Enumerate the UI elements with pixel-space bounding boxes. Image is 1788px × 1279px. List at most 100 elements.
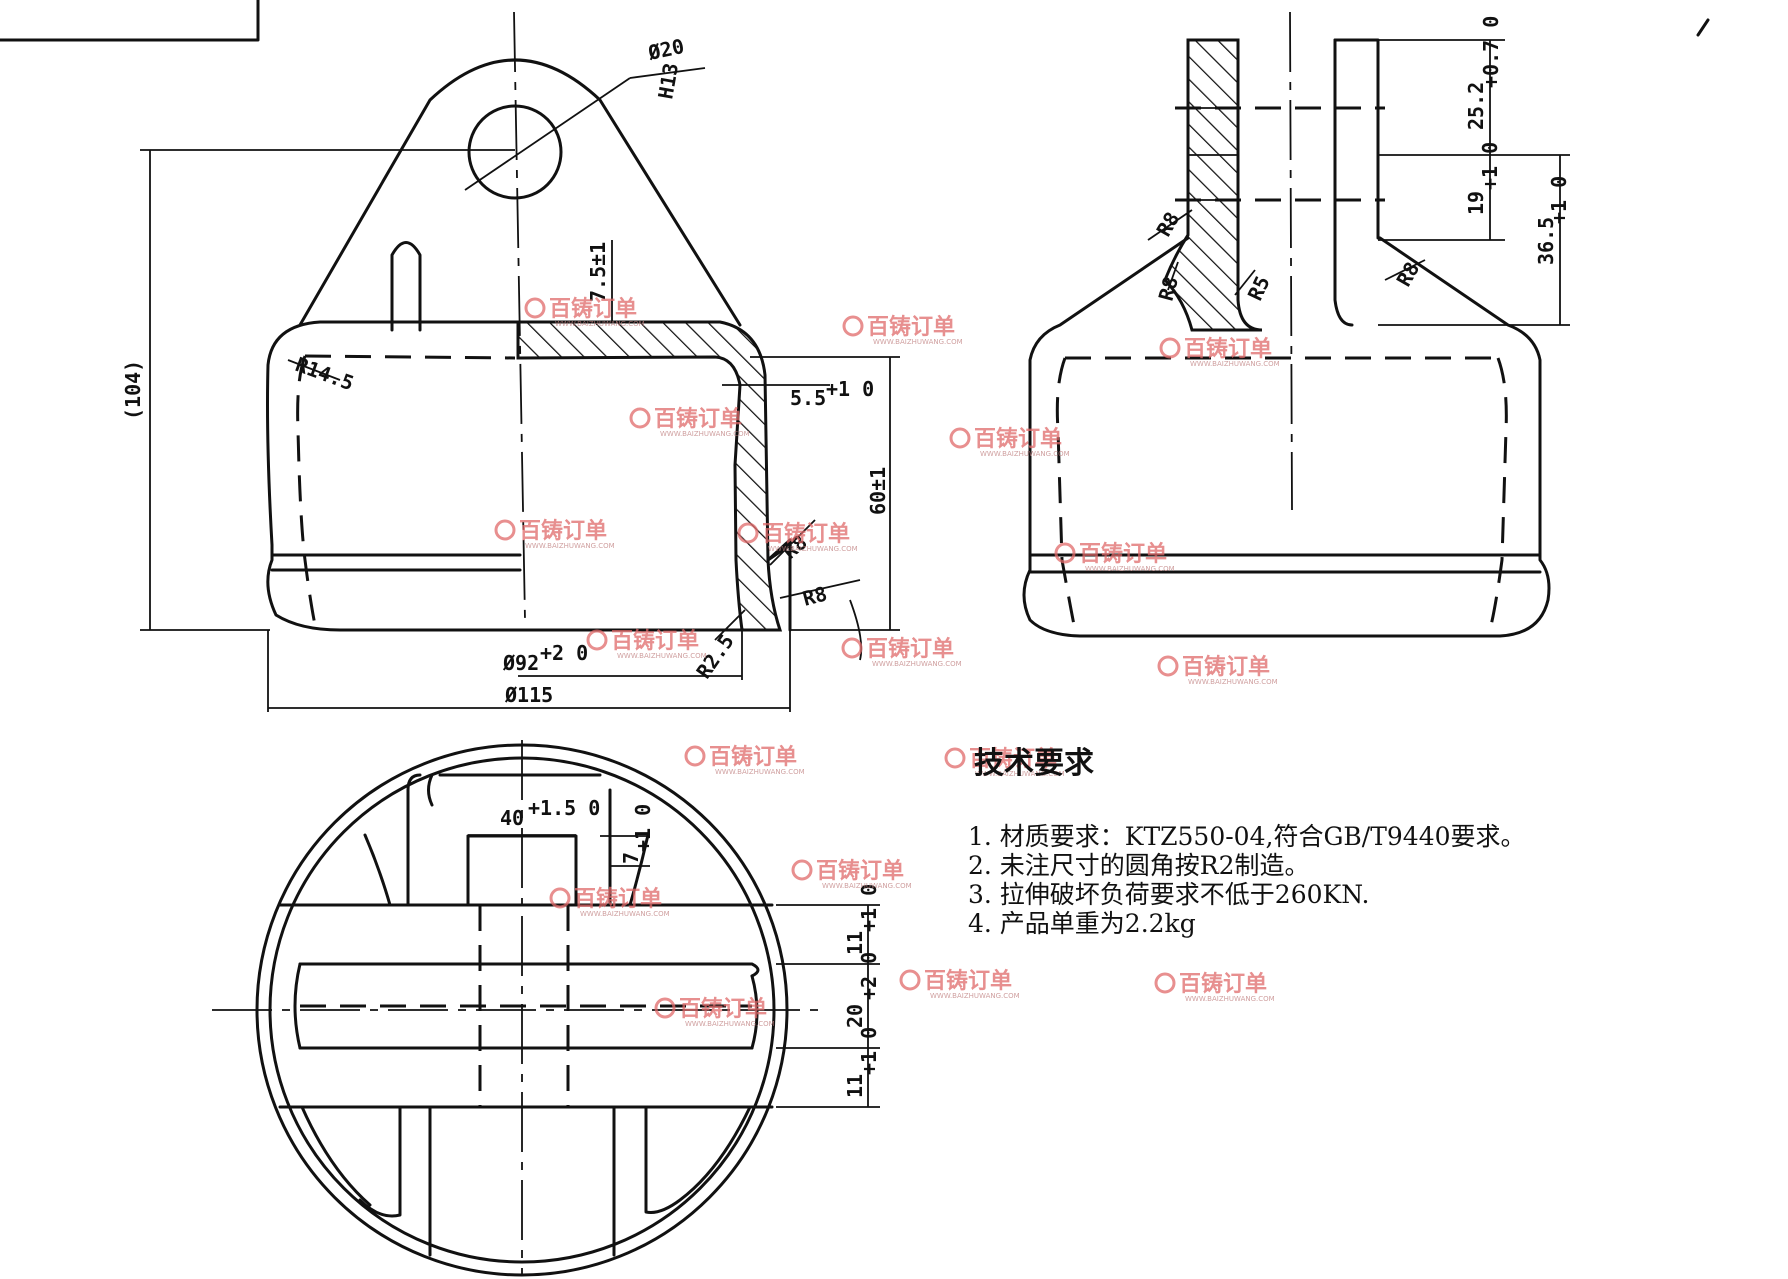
svg-text:百铸订单: 百铸订单 [574,886,662,912]
svg-text:百铸订单: 百铸订单 [762,521,850,547]
dim-ear-19: 19 [1464,191,1488,215]
dim-wall-5-5: 5.5 [790,386,826,410]
svg-text:百铸订单: 百铸订单 [1079,541,1167,567]
dim-ear-25-2-tol: +0.7 0 [1479,16,1503,88]
svg-text:WWW.BAIZHUWANG.COM: WWW.BAIZHUWANG.COM [930,992,1020,1000]
dim-hole-dia: Ø20 [645,34,686,65]
svg-text:WWW.BAIZHUWANG.COM: WWW.BAIZHUWANG.COM [873,338,963,346]
svg-text:百铸订单: 百铸订单 [709,744,797,770]
svg-text:百铸订单: 百铸订单 [1184,336,1272,362]
dim-bar-20-tol: +2 0 [857,952,881,1000]
tech-list: 1. 材质要求：KTZ550-04,符合GB/T9440要求。 2. 未注尺寸的… [968,822,1668,938]
dim-ear-36-5: 36.5 [1534,217,1558,265]
svg-text:WWW.BAIZHUWANG.COM: WWW.BAIZHUWANG.COM [1185,995,1275,1003]
front-lug-hole [467,104,563,200]
front-section-hatch [516,320,783,632]
dim-bar-11-b-tol: +1 0 [857,1027,881,1075]
svg-text:WWW.BAIZHUWANG.COM: WWW.BAIZHUWANG.COM [1188,678,1278,686]
svg-text:WWW.BAIZHUWANG.COM: WWW.BAIZHUWANG.COM [715,768,805,776]
front-tab [390,241,422,332]
front-body-outline [266,320,747,632]
tech-item: 3. 拉伸破坏负荷要求不低于260KN. [968,880,1370,909]
dim-bar-11-a-tol: +1 0 [857,884,881,932]
svg-text:WWW.BAIZHUWANG.COM: WWW.BAIZHUWANG.COM [822,882,912,890]
dim-hole-fit: H13 [653,61,683,101]
svg-text:百铸订单: 百铸订单 [549,296,637,322]
svg-text:WWW.BAIZHUWANG.COM: WWW.BAIZHUWANG.COM [555,320,645,328]
svg-text:WWW.BAIZHUWANG.COM: WWW.BAIZHUWANG.COM [1190,360,1280,368]
dim-bar-11-a: 11 [843,931,867,955]
dim-radius-r8-c: R8 [1152,208,1185,241]
dim-slot-40: 40 [500,806,524,830]
tech-item: 2. 未注尺寸的圆角按R2制造。 [968,851,1310,880]
tech-title: 技术要求 [974,746,1094,781]
dimension-labels: Ø20 H13 (104) 7.5±1 R14.5 5.5 +1 0 60±1 … [121,16,1571,1098]
tech-item: 1. 材质要求：KTZ550-04,符合GB/T9440要求。 [968,822,1526,851]
svg-text:百铸订单: 百铸订单 [679,996,767,1022]
svg-text:WWW.BAIZHUWANG.COM: WWW.BAIZHUWANG.COM [525,542,615,550]
svg-text:WWW.BAIZHUWANG.COM: WWW.BAIZHUWANG.COM [1085,565,1175,573]
svg-text:百铸订单: 百铸订单 [866,636,954,662]
front-centerline [513,11,526,621]
front-view [140,11,900,712]
dim-height-total: (104) [121,360,145,420]
svg-text:百铸订单: 百铸订单 [654,406,742,432]
front-dimensions [140,149,900,712]
dim-height-60: 60±1 [866,467,890,515]
top-view [212,740,880,1277]
dim-bar-11-b: 11 [843,1074,867,1098]
svg-text:百铸订单: 百铸订单 [1179,971,1267,997]
svg-text:百铸订单: 百铸订单 [969,746,1057,772]
tech-item: 4. 产品单重为2.2kg [968,909,1196,938]
dim-dia-92-tol: +2 0 [540,641,588,665]
dim-radius-r8-b: R8 [800,581,829,610]
svg-text:百铸订单: 百铸订单 [924,968,1012,994]
dim-radius-r14-5: R14.5 [292,352,357,395]
svg-text:WWW.BAIZHUWANG.COM: WWW.BAIZHUWANG.COM [660,430,750,438]
dim-wall-5-5-tol: +1 0 [826,377,874,401]
side-view [1022,11,1570,638]
dim-ear-36-5-tol: +1 0 [1547,176,1571,224]
svg-text:百铸订单: 百铸订单 [974,426,1062,452]
dim-radius-r5-a: R5 [1243,272,1275,304]
side-dimensions [1147,39,1570,326]
svg-text:WWW.BAIZHUWANG.COM: WWW.BAIZHUWANG.COM [975,770,1065,778]
svg-text:百铸订单: 百铸订单 [816,858,904,884]
dim-dia-115: Ø115 [504,683,553,707]
side-centerline [1289,11,1293,511]
svg-text:百铸订单: 百铸订单 [519,518,607,544]
dim-offset-7-5: 7.5±1 [586,242,610,302]
technical-requirements: 技术要求 1. 材质要求：KTZ550-04,符合GB/T9440要求。 2. … [968,738,1668,938]
side-body-outline [1022,236,1551,638]
dim-slot-7-tol: +1 0 [631,804,655,852]
dim-ear-19-tol: +1 0 [1478,142,1502,190]
dim-ear-25-2: 25.2 [1464,82,1488,130]
svg-text:百铸订单: 百铸订单 [611,628,699,654]
svg-text:WWW.BAIZHUWANG.COM: WWW.BAIZHUWANG.COM [872,660,962,668]
svg-text:WWW.BAIZHUWANG.COM: WWW.BAIZHUWANG.COM [980,450,1070,458]
svg-text:WWW.BAIZHUWANG.COM: WWW.BAIZHUWANG.COM [580,910,670,918]
svg-text:百铸订单: 百铸订单 [867,314,955,340]
svg-text:WWW.BAIZHUWANG.COM: WWW.BAIZHUWANG.COM [685,1020,775,1028]
side-ear-hatch [1163,38,1263,332]
